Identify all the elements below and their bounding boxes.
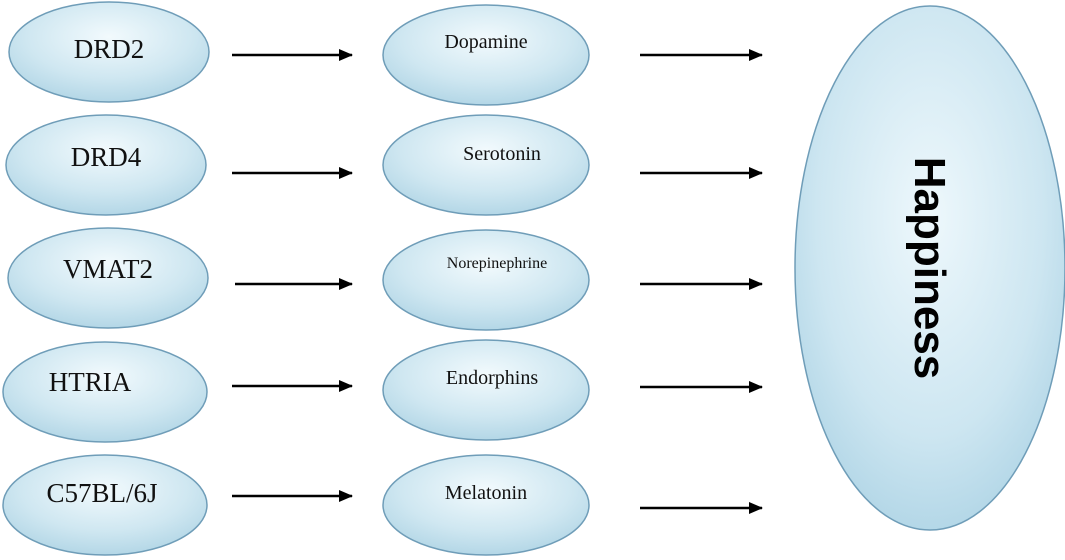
neurotransmitter-arrows [640, 49, 763, 514]
neurotransmitter-node-melatonin: Melatonin [382, 454, 590, 556]
neurotransmitter-label: Endorphins [446, 367, 538, 389]
neurotransmitter-node-endorphins: Endorphins [382, 339, 590, 441]
gene-column: DRD2 DRD4 VMAT2 HTRIA C57BL/6J [2, 1, 210, 556]
gene-label: DRD2 [74, 34, 145, 64]
outcome-node-happiness: Happiness [794, 5, 1065, 531]
gene-node-c57bl6j: C57BL/6J [2, 454, 208, 556]
gene-node-vmat2: VMAT2 [7, 227, 209, 329]
gene-label: C57BL/6J [46, 478, 157, 508]
gene-node-drd2: DRD2 [8, 1, 210, 103]
gene-label: HTRIA [49, 367, 132, 397]
gene-label: DRD4 [71, 142, 142, 172]
gene-label: VMAT2 [63, 254, 153, 284]
neurotransmitter-node-norepinephrine: Norepinephrine [382, 229, 590, 331]
neurotransmitter-label: Dopamine [444, 31, 527, 53]
neurotransmitter-column: Dopamine Serotonin Norepinephrine Endorp… [382, 4, 590, 556]
gene-node-drd4: DRD4 [5, 114, 207, 216]
neurotransmitter-label: Melatonin [445, 482, 527, 504]
neurotransmitter-node-serotonin: Serotonin [382, 114, 590, 216]
gene-arrows [232, 49, 353, 502]
neurotransmitter-label: Norepinephrine [447, 255, 547, 272]
neurotransmitter-node-dopamine: Dopamine [382, 4, 590, 106]
neurotransmitter-label: Serotonin [463, 143, 541, 165]
gene-node-htria: HTRIA [2, 341, 208, 443]
outcome-label: Happiness [905, 157, 954, 380]
